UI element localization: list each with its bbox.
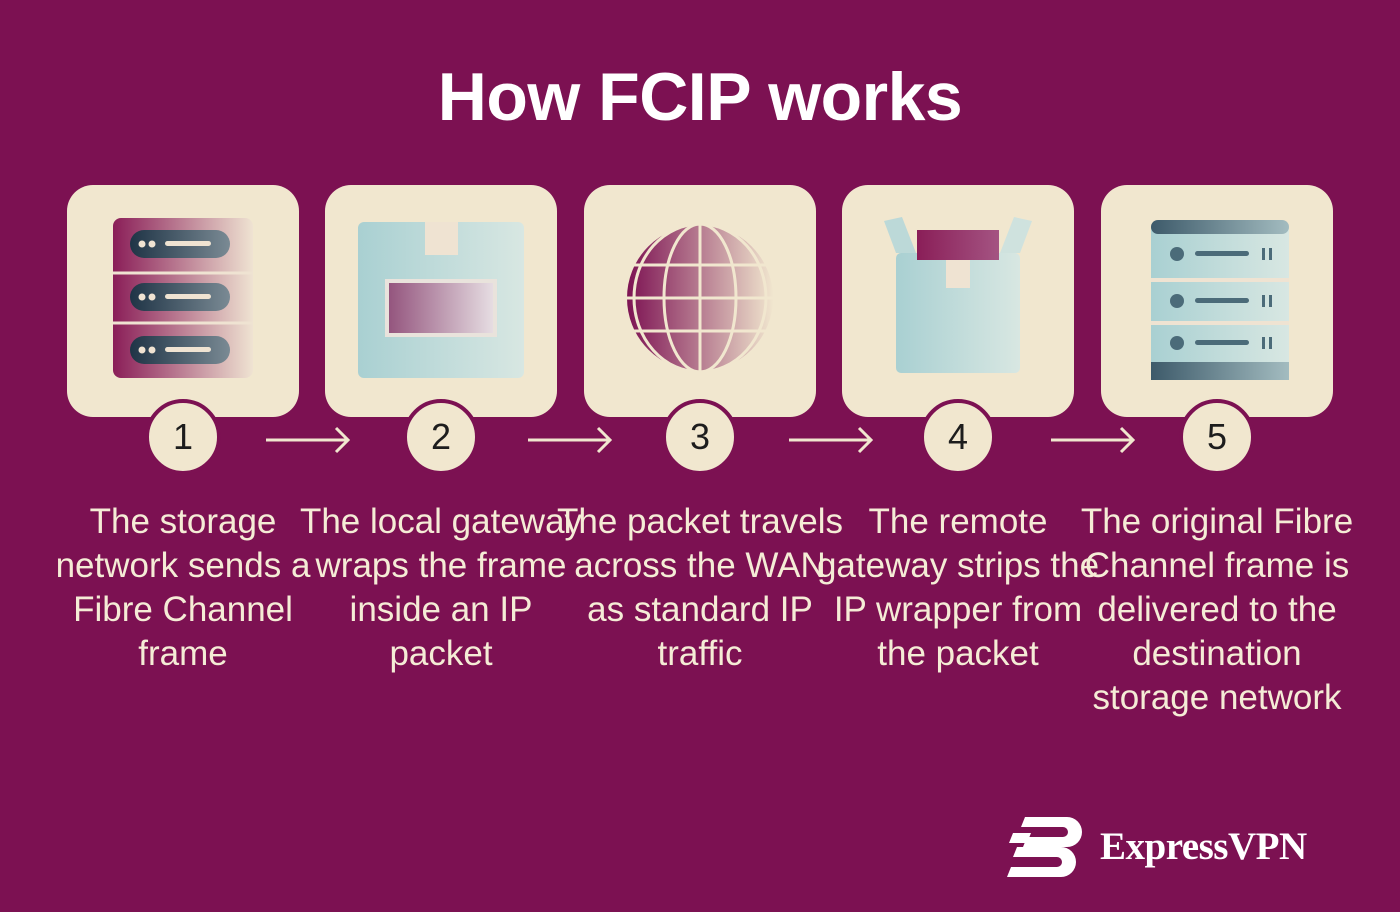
globe-icon [625, 223, 775, 373]
step-4-description: The remote gateway strips the IP wrapper… [816, 502, 1100, 673]
step-2-description: The local gateway wraps the frame inside… [299, 502, 583, 673]
package-icon [358, 222, 524, 378]
step-5-number: 5 [1179, 399, 1255, 475]
step-5-card [1101, 185, 1333, 417]
step-1-card [67, 185, 299, 417]
step-2-card [325, 185, 557, 417]
step-3-description: The packet travels across the WAN as sta… [557, 502, 843, 673]
expressvpn-logo-icon [1007, 817, 1082, 877]
server-rack-icon [1151, 220, 1289, 380]
step-4-card [842, 185, 1074, 417]
server-rack-icon [113, 218, 253, 378]
step-1-description: The storage network sends a Fibre Channe… [55, 502, 311, 673]
arrow-right-icon [266, 426, 351, 454]
arrow-right-icon [1051, 426, 1136, 454]
arrow-right-icon [789, 426, 874, 454]
step-2-number: 2 [403, 399, 479, 475]
brand-name: ExpressVPN [1100, 825, 1307, 868]
step-5-description: The original Fibre Channel frame is deli… [1080, 502, 1354, 717]
step-1-number: 1 [145, 399, 221, 475]
step-3-card [584, 185, 816, 417]
page-title: How FCIP works [437, 59, 963, 135]
open-box-icon [884, 217, 1032, 373]
step-3-number: 3 [662, 399, 738, 475]
step-4-number: 4 [920, 399, 996, 475]
arrow-right-icon [528, 426, 613, 454]
